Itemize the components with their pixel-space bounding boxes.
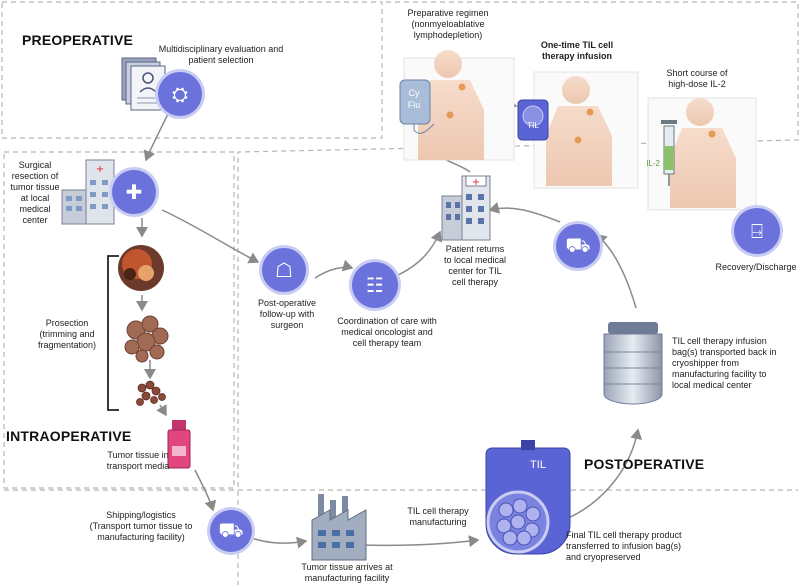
care-team-icon: ☷ [352, 262, 398, 308]
arrow-followup-to-coord [314, 259, 354, 279]
stretcher-icon: ☖ [262, 248, 306, 292]
clipboard-icon [121, 57, 166, 111]
phase-preoperative: PREOPERATIVE [22, 32, 134, 48]
flu-label: Flu [408, 100, 421, 110]
surgical-resection-label: Surgical resection of tumor tissue at lo… [10, 160, 60, 225]
returns-label: Patient returns to local medical center … [443, 244, 507, 287]
recovery-label: Recovery/Discharge [715, 262, 797, 272]
hospital-icon-left: + [61, 159, 115, 225]
fragments-image [124, 315, 169, 363]
preoperative-border [1, 1, 383, 139]
arrow-eval-to-surgery [143, 109, 171, 162]
cell-cluster-icon [486, 490, 550, 554]
cryoshipper-icon [603, 322, 663, 405]
preparative-label: Preparative regimen (nonmyeloablative ly… [407, 8, 489, 40]
small-fragments-image [136, 380, 166, 406]
transport-media-label: Tumor tissue in transport media [106, 450, 170, 471]
arrives-label: Tumor tissue arrives at manufacturing fa… [301, 562, 393, 583]
exit-door-icon: ⍈ [734, 208, 780, 254]
arrow-coord-to-hospital [395, 230, 442, 277]
phase-postoperative: POSTOPERATIVE [584, 456, 705, 472]
il2-label: IL-2 [646, 159, 660, 168]
final-product-label: Final TIL cell therapy product transferr… [566, 530, 682, 562]
manufacturing-label: TIL cell therapy manufacturing [407, 506, 469, 527]
til-small-label: TIL [527, 121, 539, 130]
infusion-label: One-time TIL cell therapy infusion [540, 40, 614, 61]
phase-intraoperative: INTRAOPERATIVE [6, 428, 132, 444]
truck-icon-return: ⛟ [556, 224, 600, 268]
surgery-icon: ✚ [112, 170, 156, 214]
il2-panel: IL-2 [646, 97, 757, 211]
tumor-image [118, 245, 164, 291]
vial-icon [167, 420, 191, 469]
preparative-panel: Cy Flu [399, 50, 515, 161]
arrow-factory-to-bag [359, 535, 480, 548]
syringe-icon [661, 120, 677, 186]
meeting-icon: ⛭ [158, 72, 202, 116]
arrow-surgery-to-followup [161, 209, 260, 264]
evaluation-label: Multidisciplinary evaluation and patient… [158, 44, 284, 65]
arrow-vial-to-shipping [194, 469, 217, 512]
prosection-label: Prosection (trimming and fragmentation) [37, 318, 97, 350]
arrow-cryo-to-truck [595, 234, 637, 309]
prosection-bracket [107, 255, 119, 411]
svg-text:+: + [96, 164, 104, 175]
arrow-small-to-vial [156, 404, 167, 417]
infusion-panel: TIL [517, 71, 639, 189]
intraoperative-border [3, 151, 235, 489]
coordination-label: Coordination of care with medical oncolo… [337, 316, 437, 348]
factory-icon [311, 494, 367, 561]
il2-course-label: Short course of high-dose IL-2 [666, 68, 728, 89]
arrow-truck-to-hospital [488, 201, 561, 223]
til-large-label: TIL [530, 459, 546, 471]
followup-label: Post-operative follow-up with surgeon [257, 298, 317, 330]
postoperative-border [237, 1, 799, 585]
cy-label: Cy [409, 88, 420, 98]
shipping-label: Shipping/logistics (Transport tumor tiss… [89, 510, 193, 542]
hospital-icon-right: + [441, 175, 491, 241]
transported-back-label: TIL cell therapy infusion bag(s) transpo… [672, 336, 777, 390]
svg-text:+: + [472, 177, 480, 188]
truck-icon-shipping: ⛟ [210, 510, 252, 552]
